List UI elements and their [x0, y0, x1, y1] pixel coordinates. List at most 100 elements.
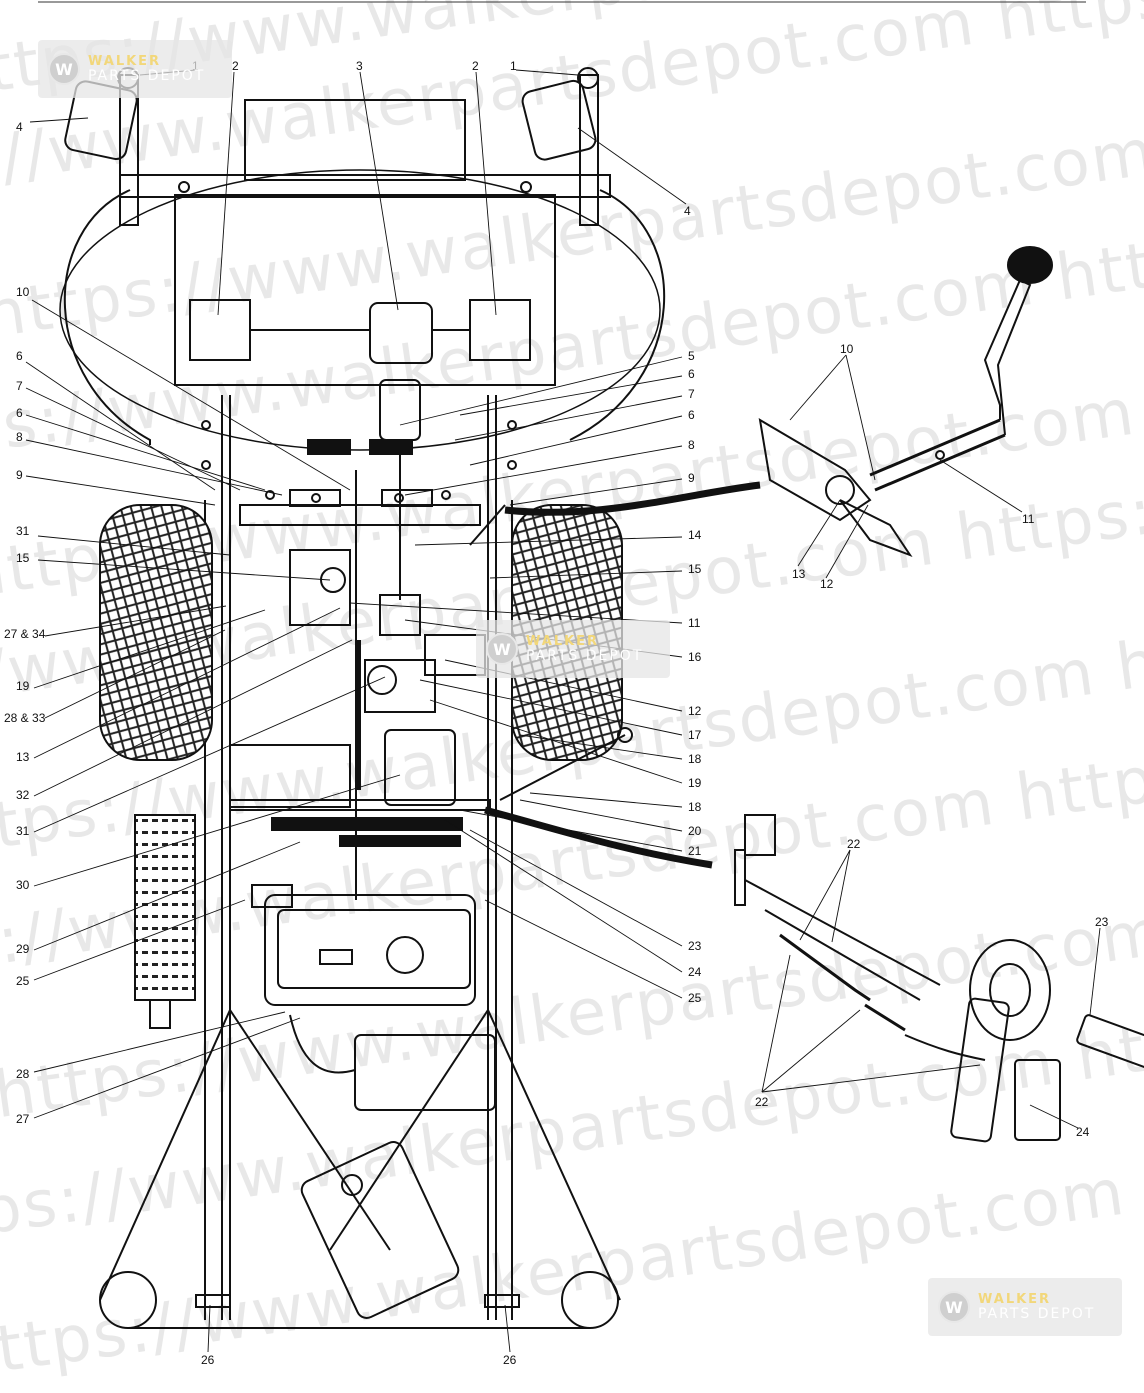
brand-bottom: PARTS DEPOT	[978, 1306, 1096, 1322]
left-hydro-housing	[289, 549, 351, 626]
callout: 25	[688, 991, 702, 1005]
callout: 12	[820, 577, 834, 591]
callout: 20	[688, 824, 702, 838]
deck-body	[174, 194, 556, 386]
mower-frame-drawing	[59, 67, 1144, 1329]
brand-bottom: PARTS DEPOT	[88, 68, 206, 84]
callout: 7	[688, 387, 695, 401]
callout: 6	[16, 406, 23, 420]
callout: 6	[688, 367, 695, 381]
fuel-tank	[229, 744, 351, 808]
callout: 9	[688, 471, 695, 485]
callout-labels: 1 2 3 2 1 4 4 10 6 7 6 8 9 31 15 27 & 34…	[4, 59, 1109, 1367]
callout: 30	[16, 878, 30, 892]
callout: 6	[688, 408, 695, 422]
callout: 3	[356, 59, 363, 73]
right-hydro-pulley	[367, 665, 397, 695]
callout: 23	[1095, 915, 1109, 929]
callout: 1	[510, 59, 517, 73]
watermark-badge-top: W WALKER PARTS DEPOT	[38, 40, 232, 98]
idler-pulley-detail	[734, 814, 1144, 1143]
callout: 24	[688, 965, 702, 979]
linkage-bar	[239, 504, 481, 526]
steering-lever-detail	[758, 246, 1053, 558]
rear-caster-right	[561, 1271, 619, 1329]
drive-coupler	[379, 379, 421, 441]
callout: 31	[16, 824, 30, 838]
pulley-stack-top	[271, 817, 463, 831]
intake-hose	[289, 1014, 356, 1074]
bolt	[520, 181, 532, 193]
control-cable-upper	[504, 481, 761, 516]
callout: 15	[16, 551, 30, 565]
right-headlight	[521, 79, 597, 161]
brand-top: WALKER	[978, 1292, 1052, 1307]
callout: 26	[503, 1353, 517, 1367]
watermark-badge-middle: W WALKER PARTS DEPOT	[476, 620, 670, 678]
pump-motor	[384, 729, 456, 806]
brand-top: WALKER	[526, 634, 600, 649]
callout: 11	[688, 616, 701, 630]
callout: 28 & 33	[4, 711, 46, 725]
engine-block	[264, 894, 476, 1006]
callout: 27	[16, 1112, 30, 1126]
walker-logo-icon: W	[938, 1291, 970, 1323]
exhaust-tip	[149, 999, 171, 1029]
callout: 32	[16, 788, 30, 802]
callout: 29	[16, 942, 30, 956]
pulley-housing-left	[189, 299, 251, 361]
callout: 16	[688, 650, 702, 664]
callout: 11	[1022, 512, 1035, 526]
idler-arm	[950, 997, 1010, 1143]
callout: 22	[755, 1095, 769, 1109]
callout: 21	[688, 844, 702, 858]
gearbox	[369, 302, 433, 364]
callout: 25	[16, 974, 30, 988]
handle-frame	[244, 99, 466, 181]
callout: 13	[792, 567, 806, 581]
callout: 31	[16, 524, 30, 538]
pivot-block-right	[381, 489, 433, 507]
rear-pivot	[341, 1174, 363, 1196]
callout: 19	[16, 679, 30, 693]
callout: 28	[16, 1067, 30, 1081]
callout: 26	[201, 1353, 215, 1367]
left-hydro-pulley	[320, 567, 346, 593]
control-cable-lower	[484, 806, 713, 869]
deck-outline	[59, 169, 661, 451]
air-cleaner	[354, 1034, 496, 1111]
deck-right-arc	[569, 189, 666, 441]
callout: 9	[16, 468, 23, 482]
center-block	[379, 594, 421, 636]
callout: 12	[688, 704, 702, 718]
lever-knob	[1007, 246, 1053, 284]
callout: 5	[688, 349, 695, 363]
walker-logo-icon: W	[48, 53, 80, 85]
idler-spring	[1076, 1014, 1144, 1070]
callout: 15	[688, 562, 702, 576]
right-upright	[579, 74, 599, 226]
idler-pulley	[969, 939, 1051, 1041]
callout: 8	[16, 430, 23, 444]
callout: 23	[688, 939, 702, 953]
deck-left-arc	[63, 189, 151, 445]
left-drive-tire	[99, 504, 213, 761]
callout: 10	[840, 342, 854, 356]
callout: 18	[688, 800, 702, 814]
muffler-guard	[134, 814, 196, 1001]
rear-caster-left	[99, 1271, 157, 1329]
leader-lines	[25, 69, 1101, 1353]
callout: 2	[232, 59, 239, 73]
callout: 4	[684, 204, 691, 218]
brand-bottom: PARTS DEPOT	[526, 648, 644, 664]
walker-logo-icon: W	[486, 633, 518, 665]
callout: 7	[16, 379, 23, 393]
callout: 10	[16, 285, 30, 299]
pivot-block-left	[289, 489, 341, 507]
callout: 4	[16, 120, 23, 134]
callout: 18	[688, 752, 702, 766]
callout: 2	[472, 59, 479, 73]
pulley-stack-bottom	[339, 835, 461, 847]
callout: 19	[688, 776, 702, 790]
